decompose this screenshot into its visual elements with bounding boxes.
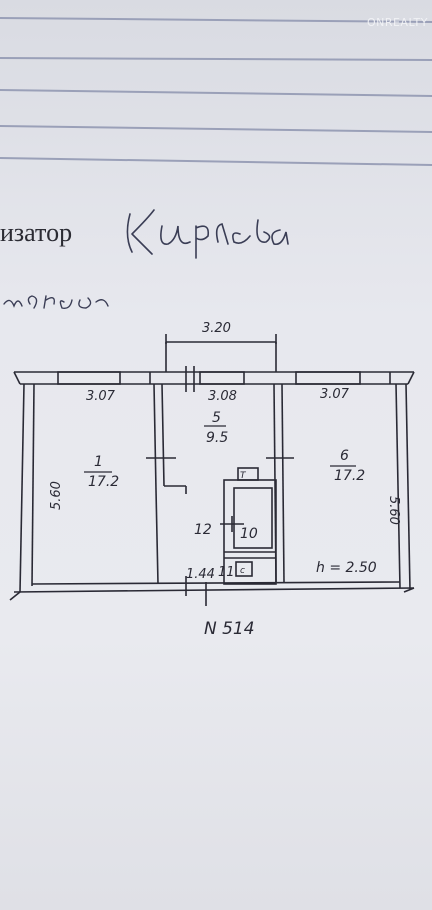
toilet-label-c: с xyxy=(240,566,245,576)
room1-area: 17.2 xyxy=(88,474,119,490)
room11-number: 11 xyxy=(218,565,235,580)
watermark-text: ONREALTY xyxy=(366,16,428,29)
room5-number: 5 xyxy=(212,410,221,426)
dim-room1-height: 5.60 xyxy=(49,481,64,510)
dim-hall-width: 1.44 xyxy=(186,567,215,582)
dim-room6-height: 5.60 xyxy=(386,496,401,525)
dim-outer-top: 3.20 xyxy=(202,321,231,336)
dim-room6-width: 3.07 xyxy=(320,387,350,402)
ceiling-height: h = 2.50 xyxy=(316,560,377,576)
apartment-number: N 514 xyxy=(204,619,255,639)
floor-plan: 3.20 3.07 3.08 3.07 5.60 5.60 1 17.2 5 9… xyxy=(9,321,415,639)
dim-room1-width: 3.07 xyxy=(86,389,116,404)
room5-area: 9.5 xyxy=(206,430,228,446)
ruled-lines xyxy=(0,17,432,166)
room6-area: 17.2 xyxy=(334,468,365,484)
room10-number: 10 xyxy=(240,526,258,542)
room1-number: 1 xyxy=(94,454,103,470)
dim-room5-width: 3.08 xyxy=(208,389,237,404)
handwritten-word xyxy=(3,295,109,310)
handwritten-signature xyxy=(126,209,289,259)
toilet-label-t: Т xyxy=(240,471,247,481)
room12-number: 12 xyxy=(194,522,212,538)
room6-number: 6 xyxy=(340,448,349,464)
header-label: изатор xyxy=(0,218,73,247)
